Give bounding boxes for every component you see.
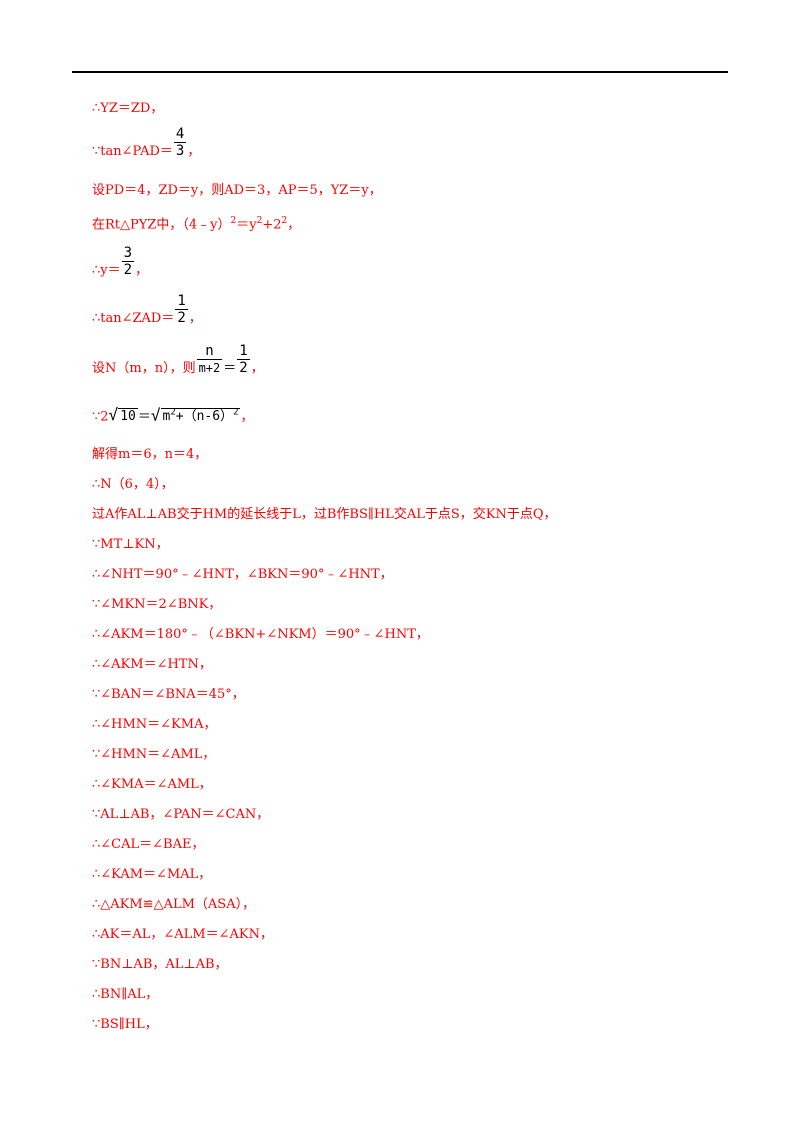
fraction-numerator: 4	[173, 126, 187, 143]
text-line: ∴∠AKM＝∠HTN，	[92, 657, 212, 673]
line-text: 过A作AL⊥AB交于HM的延长线于L，过B作BS∥HL交AL于点S，交KN于点Q…	[92, 507, 557, 522]
text-line: ∴YZ＝ZD，	[92, 101, 163, 117]
text-line: ∴∠KAM＝∠MAL，	[92, 867, 211, 883]
exponent: 2	[233, 408, 239, 418]
line-text: ∴∠NHT＝90°﹣∠HNT，∠BKN＝90°﹣∠HNT，	[92, 567, 393, 582]
text-line: ∵∠BAN＝∠BNA＝45°，	[92, 687, 245, 703]
radicand-term: m	[162, 409, 171, 425]
radicand: 10	[118, 408, 138, 425]
text-line: ∵∠MKN＝2∠BNK，	[92, 597, 221, 613]
text-line: ∵BS∥HL，	[92, 1017, 158, 1033]
fraction-denominator: 2	[123, 262, 133, 278]
line-text: ∴∠CAL＝∠BAE，	[92, 837, 205, 852]
line-text: 解得m＝6，n＝4，	[92, 447, 208, 462]
line-text: ∴AK＝AL，∠ALM＝∠AKN，	[92, 927, 273, 942]
text-line: ∴∠CAL＝∠BAE，	[92, 837, 204, 853]
header-rule	[72, 71, 728, 73]
line-text: ，	[135, 263, 149, 278]
line-text: ∵∠MKN＝2∠BNK，	[92, 597, 222, 612]
text-line: ∴AK＝AL，∠ALM＝∠AKN，	[92, 927, 273, 943]
line-text: ＝	[137, 409, 151, 425]
line-text: ，	[187, 144, 201, 159]
line-text: ＝	[223, 361, 237, 376]
line-text: ∵2	[92, 409, 109, 425]
line-text: ＝y	[236, 217, 257, 233]
text-line: ∴∠KMA＝∠AML，	[92, 777, 212, 793]
line-text: ∴YZ＝ZD，	[92, 101, 164, 116]
line-text: ，	[240, 409, 254, 425]
line-text: 在Rt△PYZ中，（4﹣y）	[92, 217, 231, 233]
line-text: ∵∠HMN＝∠AML，	[92, 747, 216, 762]
line-text: ∴∠AKM＝180°﹣（∠BKN+∠NKM）＝90°﹣∠HNT，	[92, 627, 429, 642]
fraction-numerator: n	[196, 343, 223, 360]
text-line: ∵MT⊥KN，	[92, 537, 169, 553]
text-line: ∴∠AKM＝180°﹣（∠BKN+∠NKM）＝90°﹣∠HNT，	[92, 627, 429, 643]
exponent: 2	[230, 216, 237, 226]
square-root: √m2+（n-6）2	[150, 405, 241, 425]
exponent: 2	[281, 216, 288, 226]
text-line: ∵∠HMN＝∠AML，	[92, 747, 215, 763]
line-text: ∵MT⊥KN，	[92, 537, 169, 552]
text-line: 解得m＝6，n＝4，	[92, 447, 207, 463]
text-line: 在Rt△PYZ中，（4﹣y）2＝y2+22，	[92, 213, 300, 233]
text-line: ∴N（6，4），	[92, 477, 174, 493]
text-line: ∵BN⊥AB，AL⊥AB，	[92, 957, 228, 973]
line-text: +2	[262, 217, 282, 233]
line-text: ∵AL⊥AB，∠PAN＝∠CAN，	[92, 807, 270, 822]
line-text: ∴BN∥AL，	[92, 987, 159, 1002]
fraction-denominator: 2	[177, 310, 186, 326]
line-text: ∵tan∠PAD＝	[92, 144, 173, 159]
line-text: ∴∠AKM＝∠HTN，	[92, 657, 212, 672]
exponent: 2	[256, 216, 263, 226]
fraction-numerator: 1	[237, 343, 250, 360]
text-line: ∴△AKM≌△ALM（ASA），	[92, 897, 255, 913]
line-text: ∴∠KAM＝∠MAL，	[92, 867, 212, 882]
line-text: 设N（m，n），则	[92, 361, 196, 376]
text-line: ∵2√10＝√m2+（n-6）2，	[92, 405, 254, 425]
exponent: 2	[170, 408, 176, 418]
radicand: m2+（n-6）2	[160, 408, 241, 425]
line-text: ，	[250, 361, 264, 376]
square-root: √10	[108, 405, 138, 425]
line-text: ，	[287, 217, 301, 233]
line-text: ∵∠BAN＝∠BNA＝45°，	[92, 687, 245, 702]
text-line: 过A作AL⊥AB交于HM的延长线于L，过B作BS∥HL交AL于点S，交KN于点Q…	[92, 507, 557, 523]
line-text: ∴tan∠ZAD＝	[92, 311, 175, 326]
line-text: ∴y＝	[92, 263, 121, 278]
line-text: ∴∠KMA＝∠AML，	[92, 777, 212, 792]
line-text: ∴△AKM≌△ALM（ASA），	[92, 897, 256, 912]
line-text: ∵BS∥HL，	[92, 1017, 158, 1032]
fraction-denominator: m+2	[198, 361, 221, 375]
line-text: ∵BN⊥AB，AL⊥AB，	[92, 957, 228, 972]
line-text: ∴N（6，4），	[92, 477, 174, 492]
line-text: ∴∠HMN＝∠KMA，	[92, 717, 217, 732]
line-text: ，	[188, 311, 202, 326]
fraction-denominator: 2	[239, 360, 248, 376]
fraction-numerator: 3	[121, 245, 135, 262]
radicand-term: +（n-6）	[175, 409, 234, 425]
line-text: 设PD＝4，ZD＝y，则AD＝3，AP＝5，YZ＝y，	[92, 183, 382, 198]
fraction-denominator: 3	[175, 143, 185, 159]
text-line: 设PD＝4，ZD＝y，则AD＝3，AP＝5，YZ＝y，	[92, 183, 382, 199]
text-line: ∴∠NHT＝90°﹣∠HNT，∠BKN＝90°﹣∠HNT，	[92, 567, 393, 583]
text-line: ∴BN∥AL，	[92, 987, 158, 1003]
fraction-numerator: 1	[175, 293, 188, 310]
text-line: ∵AL⊥AB，∠PAN＝∠CAN，	[92, 807, 269, 823]
text-line: ∴∠HMN＝∠KMA，	[92, 717, 217, 733]
